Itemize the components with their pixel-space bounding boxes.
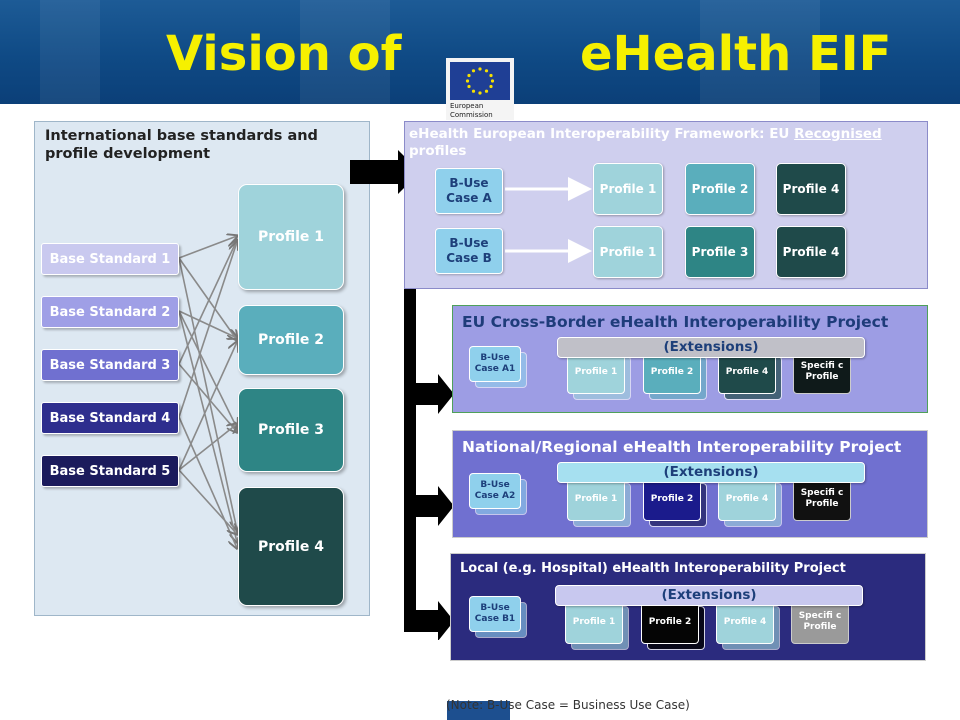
connector-arrows (350, 150, 454, 640)
a2-profile-4: Profile 4 (718, 477, 776, 521)
eif-b-profile-3: Profile 3 (685, 226, 755, 278)
eif-title-underlined: Recognised (794, 126, 882, 142)
profile-3-box: Profile 3 (238, 388, 344, 472)
eif-title-suffix: profiles (409, 143, 467, 159)
eif-arrows (505, 177, 592, 263)
eif-a-profile-4: Profile 4 (776, 163, 846, 215)
eif-a-profile-1: Profile 1 (593, 163, 663, 215)
base-standard-2: Base Standard 2 (41, 296, 179, 328)
arrow-to-local-project (404, 601, 454, 640)
page-title-right: eHealth EIF (580, 26, 892, 82)
base-standard-5: Base Standard 5 (41, 455, 179, 487)
eif-title-text: eHealth European Interoperability Framew… (409, 126, 795, 142)
eif-title: eHealth European Interoperability Framew… (409, 126, 919, 160)
footer-block (447, 701, 510, 720)
a2-specific-profile: Specifi c Profile (793, 477, 851, 521)
b1-specific-profile: Specifi c Profile (791, 600, 849, 644)
use-case-b: B-Use Case B (435, 228, 503, 274)
mapping-arrows (178, 122, 369, 615)
eif-b-profile-4: Profile 4 (776, 226, 846, 278)
base-standard-3: Base Standard 3 (41, 349, 179, 381)
logo-text: European Commission (450, 102, 493, 120)
b1-profile-1: Profile 1 (565, 600, 623, 644)
european-commission-logo: European Commission (446, 58, 514, 120)
local-hospital-project: Local (e.g. Hospital) eHealth Interopera… (450, 553, 926, 661)
header-stripe (300, 0, 390, 104)
header-banner: Vision of eHealth EIF (0, 0, 960, 104)
use-case-b1: B-Use Case B1 (469, 596, 521, 632)
eif-b-profile-1: Profile 1 (593, 226, 663, 278)
profile-1-box: Profile 1 (238, 184, 344, 290)
b1-profile-2: Profile 2 (641, 600, 699, 644)
extensions-bar: (Extensions) (557, 462, 865, 483)
base-standard-1: Base Standard 1 (41, 243, 179, 275)
footnote: (Note: B-Use Case = Business Use Case) (446, 698, 690, 712)
arrow-to-eu-project (404, 374, 454, 414)
project-title: National/Regional eHealth Interoperabili… (462, 438, 902, 456)
national-regional-project: National/Regional eHealth Interoperabili… (452, 430, 928, 538)
eu-flag-icon (450, 62, 510, 100)
profile-4-box: Profile 4 (238, 487, 344, 606)
extensions-bar: (Extensions) (555, 585, 863, 606)
profile-2-box: Profile 2 (238, 305, 344, 375)
header-stripe (40, 0, 100, 104)
use-case-a2: B-Use Case A2 (469, 473, 521, 509)
use-case-a: B-Use Case A (435, 168, 503, 214)
base-standard-4: Base Standard 4 (41, 402, 179, 434)
project-title: EU Cross-Border eHealth Interoperability… (462, 313, 889, 331)
main-right-arrow (350, 150, 420, 194)
a2-profile-2: Profile 2 (643, 477, 701, 521)
use-case-a1: B-Use Case A1 (469, 346, 521, 382)
eu-crossborder-project: EU Cross-Border eHealth Interoperability… (452, 305, 928, 413)
eif-a-profile-2: Profile 2 (685, 163, 755, 215)
header-stripe (700, 0, 820, 104)
project-title: Local (e.g. Hospital) eHealth Interopera… (460, 561, 846, 576)
arrow-to-national-project (404, 486, 454, 526)
extensions-bar: (Extensions) (557, 337, 865, 358)
page-title-left: Vision of (166, 26, 402, 82)
logo-text-line-1: European (450, 102, 484, 110)
b1-profile-4: Profile 4 (716, 600, 774, 644)
panel-title: International base standards and profile… (45, 128, 318, 162)
eif-panel: eHealth European Interoperability Framew… (404, 121, 928, 289)
logo-text-line-2: Commission (450, 111, 493, 119)
international-standards-panel: International base standards and profile… (34, 121, 370, 616)
a2-profile-1: Profile 1 (567, 477, 625, 521)
